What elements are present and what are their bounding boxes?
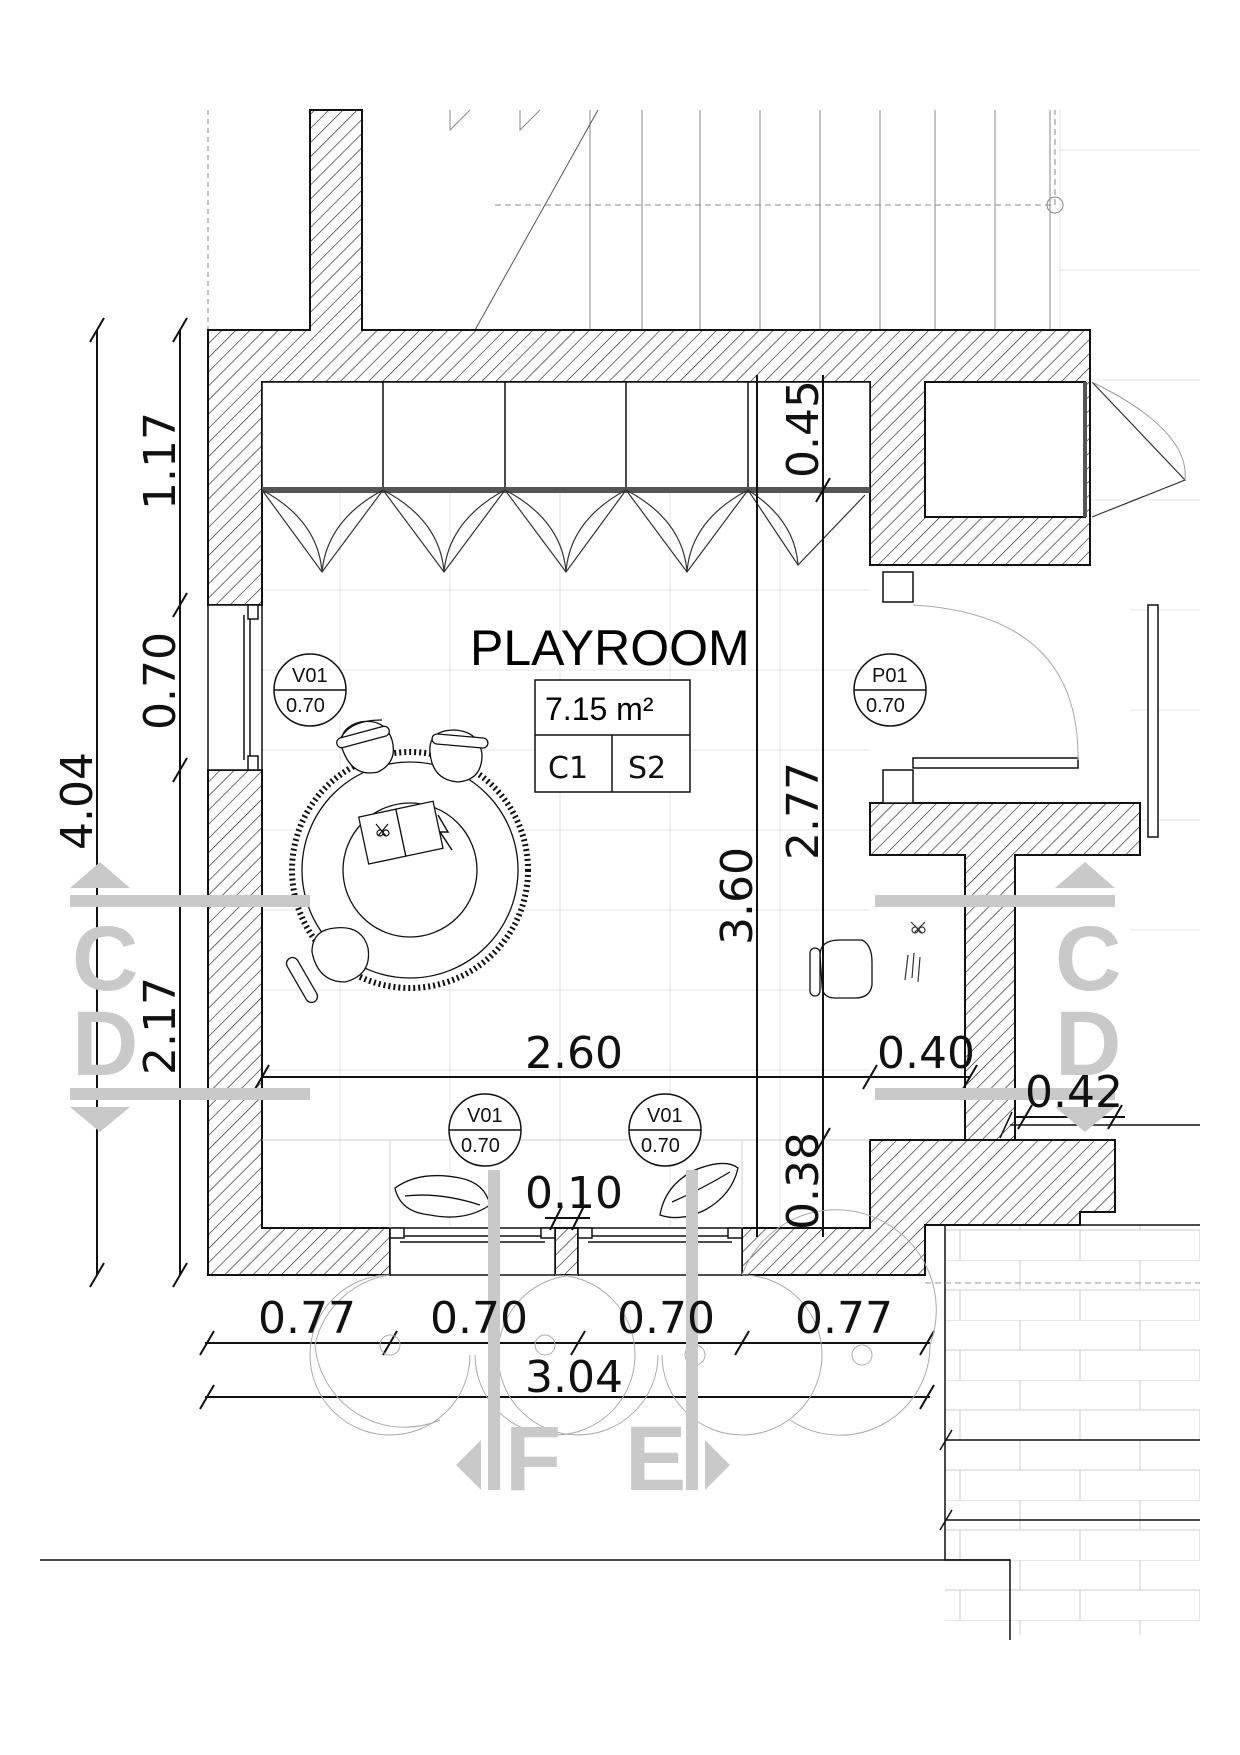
section-label-f: F [505,1408,561,1510]
window-swings [309,1209,937,1436]
left-window [207,604,263,771]
dim-height-b: 3.60 [712,847,763,945]
tag-code: V01 [467,1105,503,1127]
dim-wall-right: 0.40 [877,1028,975,1079]
right-floor-grid [1059,110,1200,931]
section-label-d-left: D [72,993,138,1095]
tag-value: 0.70 [866,695,905,717]
dim-height-a: 2.77 [778,762,829,860]
chair-right [809,939,873,999]
brick-area [945,1225,1200,1635]
dim-bottom-seg-1: 0.77 [258,1293,356,1344]
cushion-right [659,1162,739,1219]
section-label-c-left: C [72,908,138,1010]
section-label-c-right: C [1055,908,1121,1010]
tag-v01-left: V01 0.70 [273,653,347,727]
chair-top-right [429,729,489,783]
dim-left-bottom: 2.17 [135,977,186,1075]
section-label-e: E [625,1408,686,1510]
tag-value: 0.70 [461,1135,500,1157]
stairs [207,109,1064,331]
tag-code: V01 [647,1105,683,1127]
tag-code: V01 [292,665,328,687]
dim-wardrobe-depth: 0.45 [778,380,829,478]
dim-left-total: 4.04 [52,752,103,850]
dim-bottom-seg-4: 0.77 [795,1293,893,1344]
room-code-2: S2 [628,751,666,786]
section-lines [70,862,1115,1490]
dimension-lines [89,317,1125,1410]
dim-bottom-total: 3.04 [525,1352,623,1403]
cushion-left [394,1174,491,1218]
tag-v01-bottom-left: V01 0.70 [448,1093,522,1167]
tag-p01: P01 0.70 [853,653,927,727]
wardrobe-doors [261,489,866,574]
chair-bottom-left [285,927,370,1004]
room-code-1: C1 [548,751,588,786]
dim-width: 2.60 [525,1028,623,1079]
wardrobe [261,381,871,493]
dim-bottom-seg-3: 0.70 [617,1293,715,1344]
tag-code: P01 [872,665,908,687]
stationery-icon [904,921,926,983]
door-p01 [882,571,1159,838]
dim-left-top: 1.17 [135,412,186,510]
scissors-icon [375,823,390,837]
room-area: 7.15 m² [545,691,654,727]
tag-value: 0.70 [286,695,325,717]
tag-v01-bottom-right: V01 0.70 [628,1093,702,1167]
dim-wall-far: 0.42 [1025,1067,1123,1118]
tag-value: 0.70 [641,1135,680,1157]
dim-bottom-gap: 0.38 [778,1132,829,1230]
closet-right [924,381,1086,518]
bottom-windows [389,1227,743,1276]
room-name: PLAYROOM [470,620,750,676]
chair-top-left [336,719,395,774]
room-info-box [534,679,691,793]
dim-bottom-seg-2: 0.70 [430,1293,528,1344]
dim-left-mid: 0.70 [135,632,186,730]
window-bench [262,1139,870,1228]
section-label-d-right: D [1055,993,1121,1095]
dim-mullion: 0.10 [525,1168,623,1219]
